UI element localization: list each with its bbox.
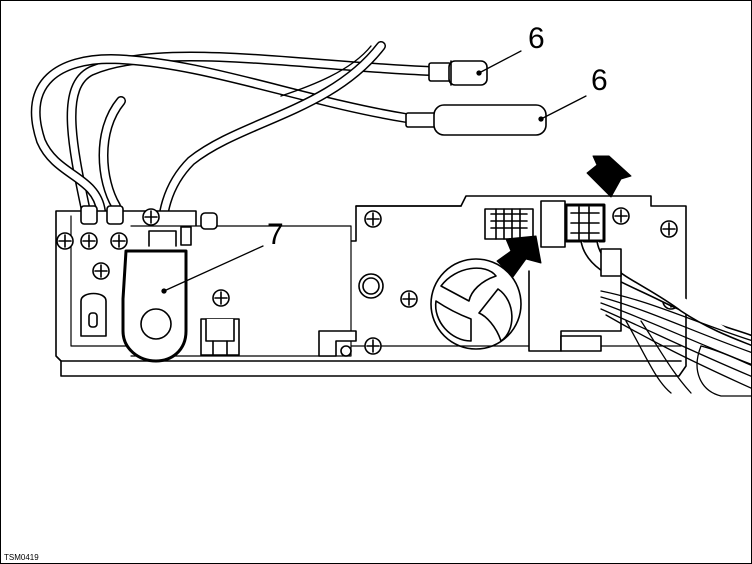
- connector-small: [484, 200, 566, 248]
- cooling-fan: [430, 258, 522, 350]
- ground-clip: [121, 230, 188, 363]
- indicator-arrows: [496, 155, 632, 278]
- aerial-plug-small: [428, 60, 488, 86]
- figure-code: TSM0419: [4, 553, 39, 562]
- aerial-cables: [30, 41, 436, 251]
- arrow-bottom: [496, 235, 542, 278]
- aerial-plug-large: [405, 104, 547, 136]
- aerial-sockets: [80, 205, 124, 225]
- left-connector: [200, 318, 240, 356]
- arrow-top: [586, 155, 632, 198]
- callout-6-lower: 6: [591, 64, 608, 97]
- callout-6-upper: 6: [528, 22, 545, 55]
- side-housing: [560, 248, 622, 352]
- connector-black-top: [564, 203, 751, 347]
- leader-lines: [161, 50, 587, 294]
- callout-7: 7: [267, 218, 284, 251]
- wiring-harness: [600, 290, 751, 397]
- round-hole: [358, 273, 384, 299]
